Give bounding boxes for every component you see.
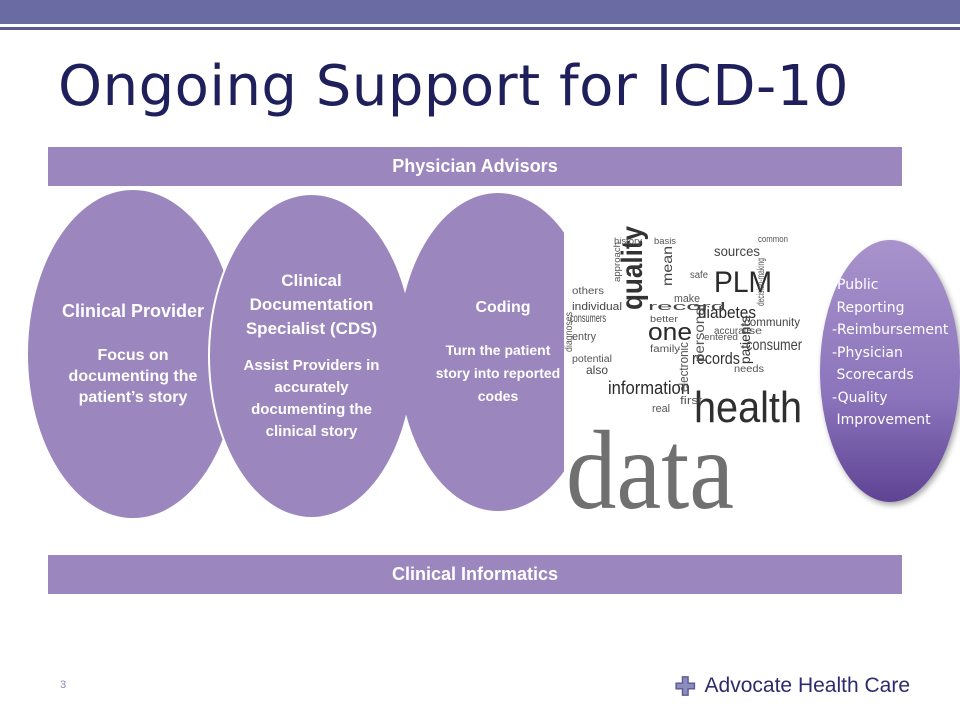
oval-body: Assist Providers in accurately documenti… [243,357,380,440]
cloud-word: first [680,395,702,407]
cloud-word: community [744,315,800,329]
cloud-word: diabetes [698,303,756,322]
cloud-word: real [652,403,670,415]
cloud-word: records [692,349,740,368]
cloud-word: mean [659,246,675,286]
cloud-word: entry [572,331,596,343]
cloud-word: decision-making [756,258,767,306]
cloud-word: needs [734,364,764,375]
cloud-word: personal [691,304,707,362]
cloud-word: information [608,378,690,398]
cloud-word: make [674,293,700,305]
slide-title: Ongoing Support for ICD-10 [58,54,849,119]
cloud-word: entered [704,332,738,342]
word-cloud: data health quality PLM one diabetes rec… [564,226,803,512]
cloud-word: family [650,344,680,355]
cloud-word: consumers [570,311,606,325]
cloud-word: consumer [746,337,803,354]
advocate-logo: Advocate Health Care [674,664,910,708]
header-bar [0,0,960,24]
word-cloud-image: data health quality PLM one diabetes rec… [564,222,804,512]
cloud-word: one [648,319,692,346]
cloud-word: diagnoses [564,312,575,352]
cds-oval: Clinical Documentation Specialist (CDS) … [208,193,415,519]
cloud-word: common [758,234,788,244]
outcome-item: Scorecards [832,367,914,383]
cloud-word: data [566,409,734,512]
clinical-informatics-band: Clinical Informatics [48,555,902,594]
outcome-item: Reporting [832,299,905,316]
oval-heading: Clinical Provider [61,301,205,321]
outcome-item: Improvement [832,412,931,428]
cloud-word: record [648,301,726,313]
cloud-word: basis [654,236,677,246]
oval-heading: Coding [475,299,531,316]
physician-advisors-band: Physician Advisors [48,147,902,186]
cloud-word: quality [616,226,649,310]
page-number: 3 [60,679,67,691]
cloud-word: better [650,314,678,324]
cross-icon [675,676,696,696]
cloud-word: use [742,326,763,337]
oval-body: Focus on documenting the patient’s story [68,347,198,406]
logo-text: Advocate Health Care [704,674,910,697]
outcome-item: -Physician [832,344,903,361]
cloud-word: PLM [714,266,772,299]
cloud-word: others [572,286,604,297]
cloud-word: patients [737,316,753,364]
cloud-word: accurate [714,326,752,337]
cloud-word: individual [572,301,622,313]
cloud-word: safe [690,270,708,281]
clinical-provider-oval: Clinical Provider Focus on documenting t… [28,190,238,518]
header-rule [0,27,960,30]
cloud-word: approach [612,242,622,282]
oval-heading: Clinical Documentation Specialist (CDS) [245,271,378,338]
cloud-word: health [694,383,802,432]
cloud-word: potential [572,354,612,365]
outcome-item: -Reimbursement [832,322,949,338]
oval-body: Turn the patient story into reported cod… [435,342,561,404]
cloud-word: also [586,363,608,377]
cloud-word: history [614,236,643,246]
cloud-word: electronic [676,342,691,392]
cloud-word: sources [714,243,760,259]
outcome-item: -Quality [832,389,888,406]
outcomes-oval: -Public Reporting -Reimbursement -Physic… [820,240,960,502]
outcome-item: -Public [832,277,879,293]
outcomes-list: -Public Reporting -Reimbursement -Physic… [832,274,960,432]
